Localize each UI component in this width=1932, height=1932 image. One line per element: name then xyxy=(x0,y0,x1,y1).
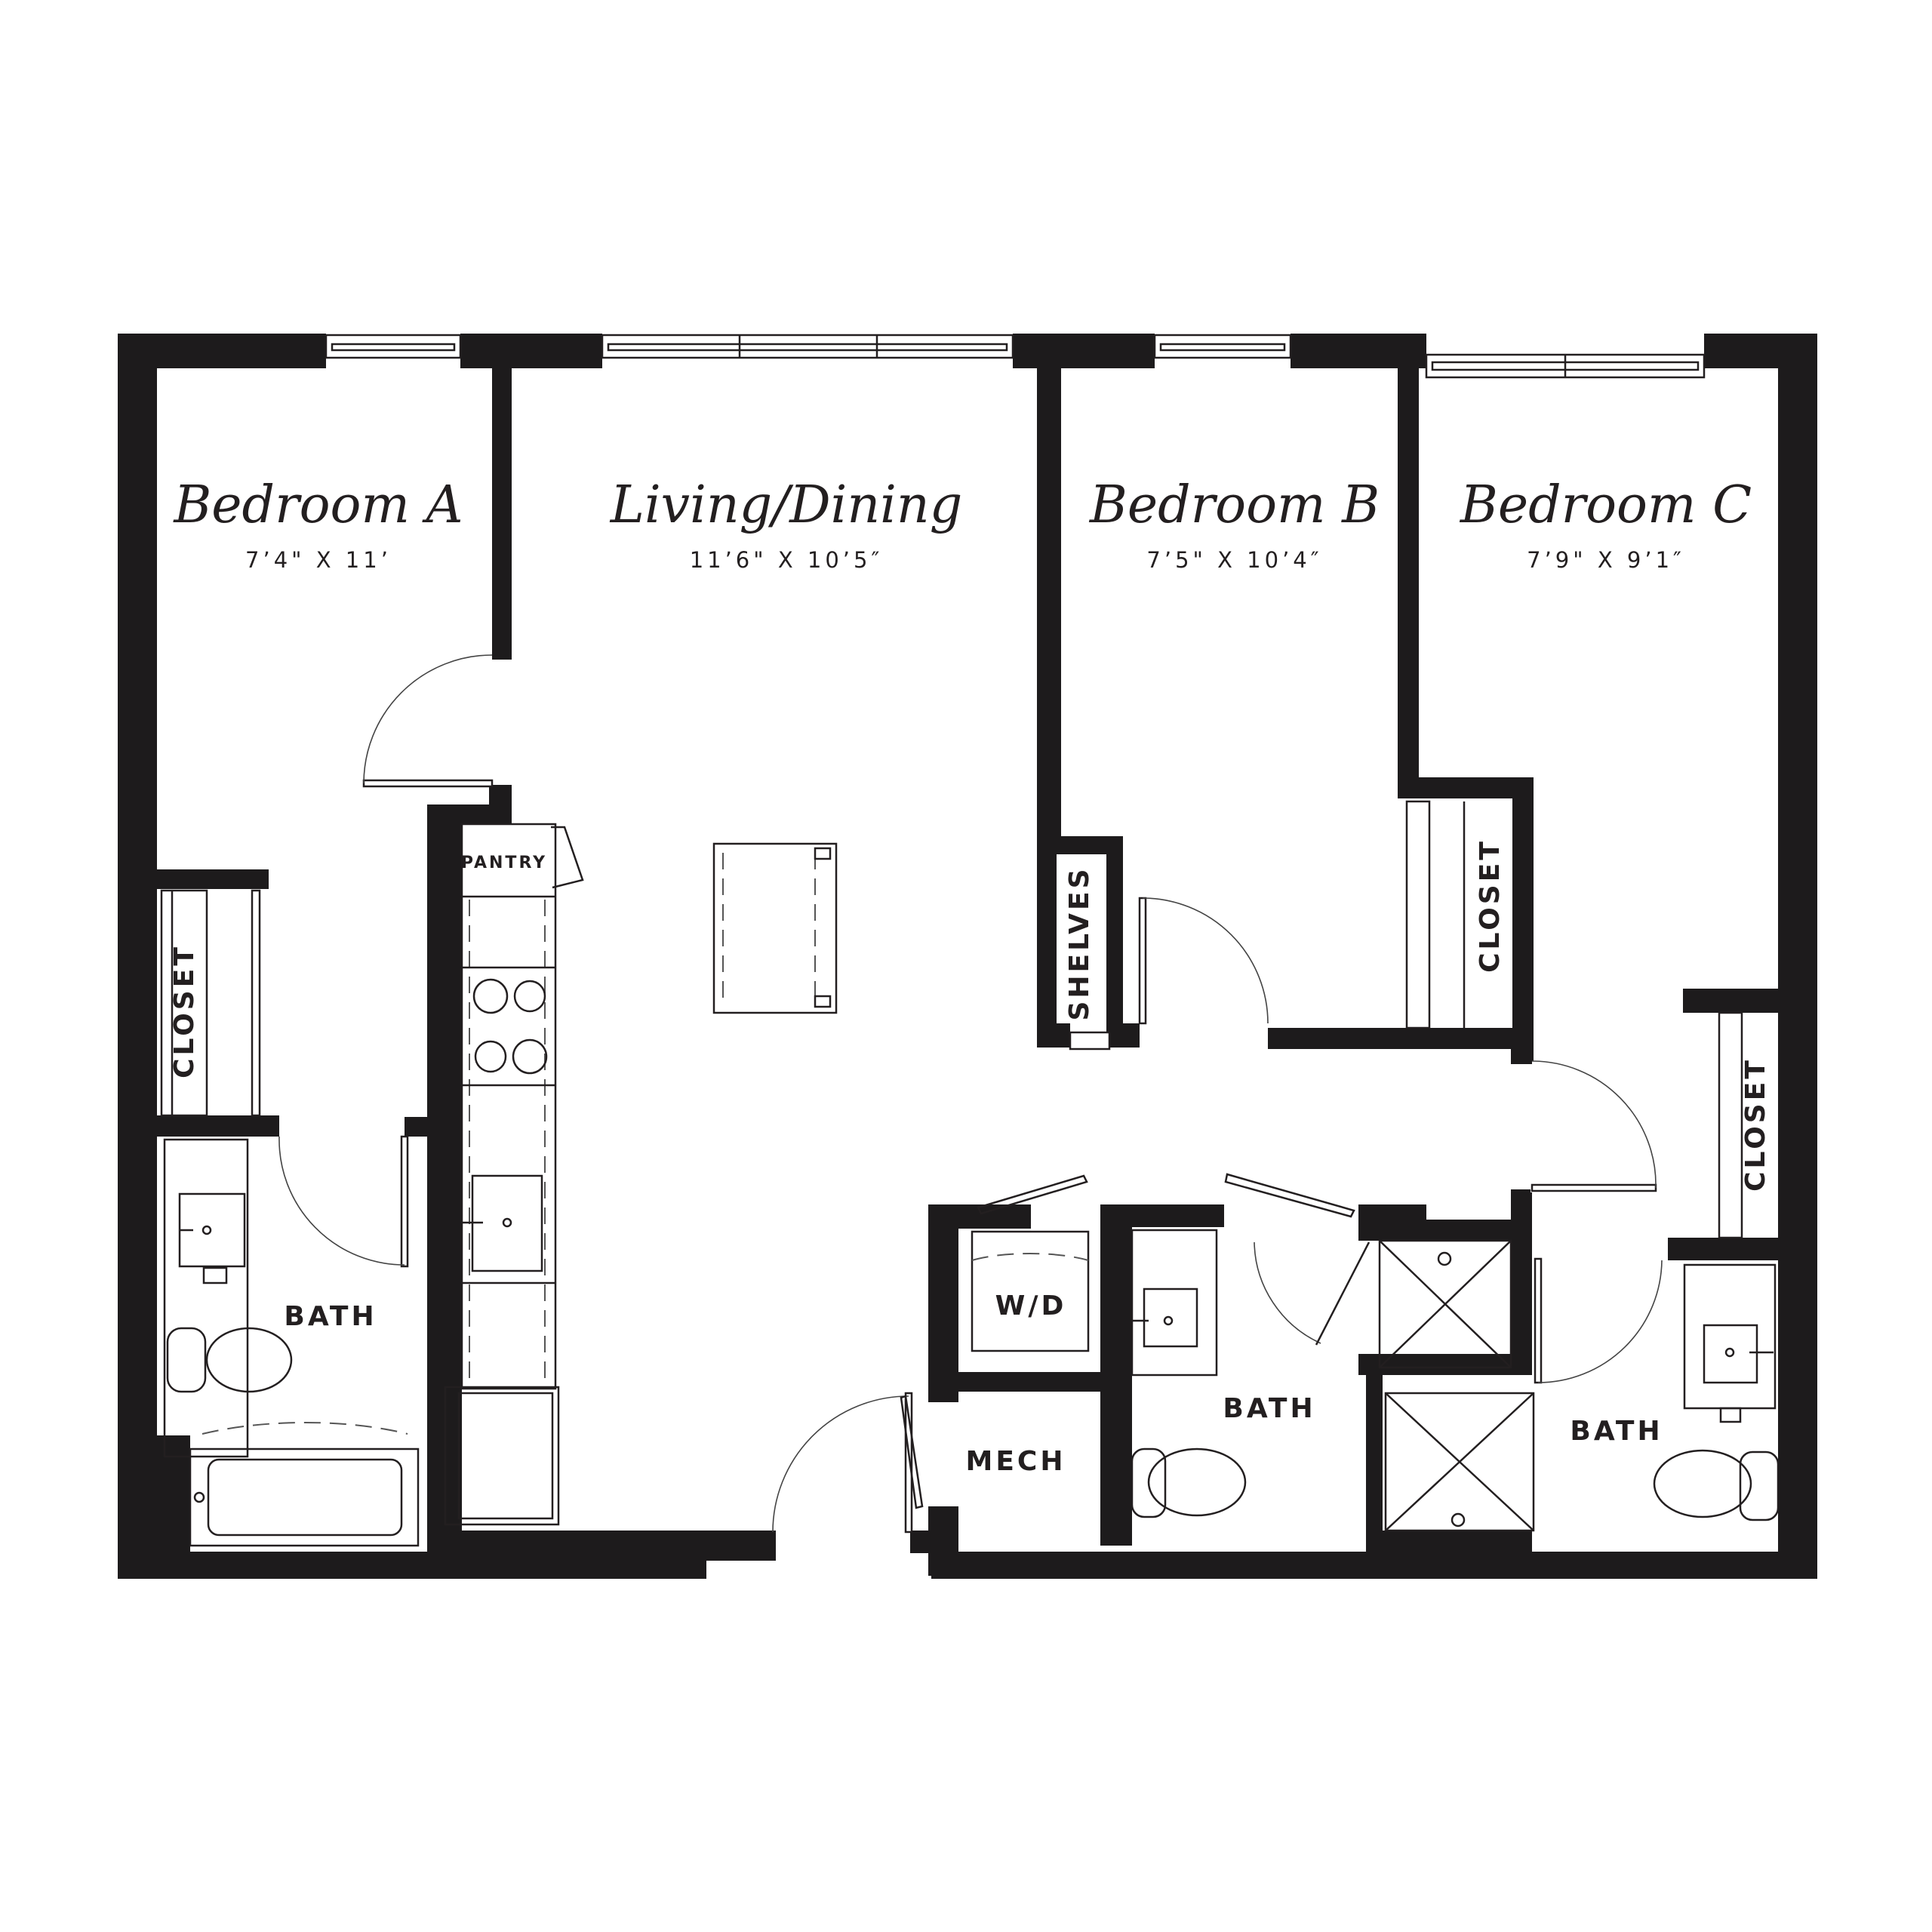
bath-b-label: BATH xyxy=(1223,1393,1315,1424)
bath-c-fixtures xyxy=(1653,1263,1780,1521)
bedroom-a-dims: 7’4" X 11’ xyxy=(245,547,392,573)
bath-b-fixtures xyxy=(1131,1229,1535,1532)
bedroom-a-closet-label: CLOSET xyxy=(169,944,200,1078)
windows xyxy=(325,334,1706,1051)
doors xyxy=(278,654,1663,1534)
bedroom-c-dims: 7’9" X 9’1″ xyxy=(1527,547,1685,573)
pantry-label: PANTRY xyxy=(461,854,547,872)
bedroom-c-closet-label: CLOSET xyxy=(1740,1057,1771,1192)
washer-dryer xyxy=(971,1230,1090,1352)
mech-label: MECH xyxy=(966,1446,1066,1477)
bedroom-b-name: Bedroom B xyxy=(1088,475,1380,535)
living-dining-dims: 11’6" X 10’5″ xyxy=(690,547,884,573)
bath-c-label: BATH xyxy=(1570,1416,1663,1447)
bath-a-fixtures xyxy=(163,1138,420,1547)
wd-label: W/D xyxy=(995,1291,1067,1321)
bath-a-label: BATH xyxy=(284,1301,377,1332)
bedroom-b-dims: 7’5" X 10’4″ xyxy=(1146,547,1322,573)
labels: Bedroom A 7’4" X 11’ Living/Dining 11’6"… xyxy=(169,475,1771,1477)
walls xyxy=(118,334,1817,1579)
bedroom-b-closet-label: CLOSET xyxy=(1475,838,1506,973)
living-dining-name: Living/Dining xyxy=(609,475,962,535)
bedroom-c-name: Bedroom C xyxy=(1459,475,1752,535)
bedroom-a-name: Bedroom A xyxy=(172,475,463,535)
closet-fixtures xyxy=(160,800,1743,1239)
kitchen xyxy=(444,823,838,1526)
shelves-label: SHELVES xyxy=(1064,866,1095,1020)
